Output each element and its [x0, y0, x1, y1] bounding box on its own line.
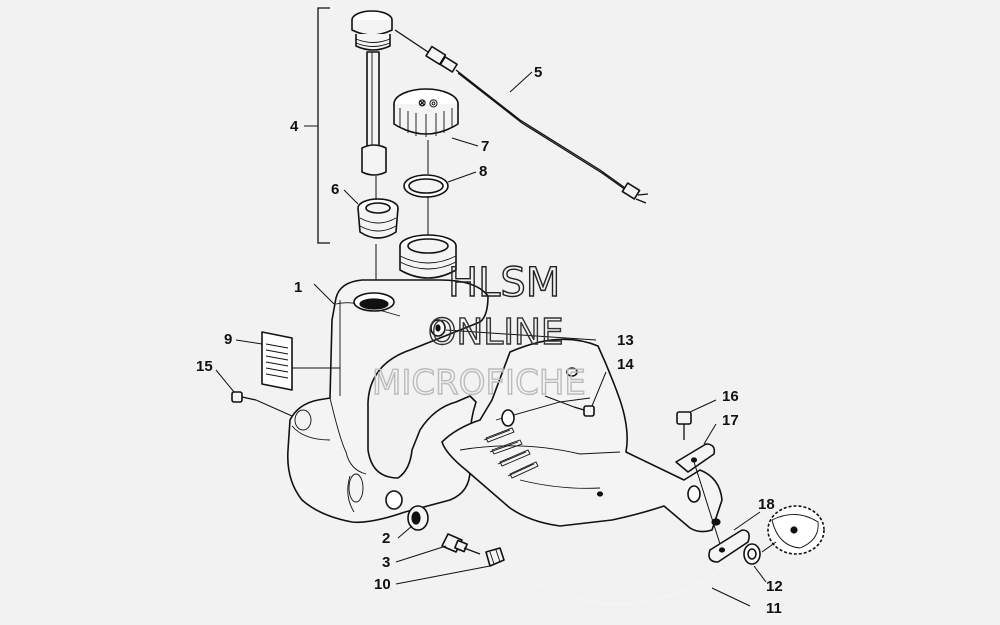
tank-screw-15: [215, 369, 293, 417]
callout-6: 6: [331, 181, 339, 198]
fuel-tank: [286, 234, 489, 524]
callout-11: 11: [766, 600, 782, 617]
cap-logo-mark: ⊗ ◎: [418, 98, 438, 109]
callout-13: 13: [617, 332, 634, 349]
fuel-gauge-sender: [351, 10, 393, 176]
watermark-line-3: MICROFICHE: [372, 363, 586, 403]
watermark: HLSM ONLINE MICROFICHE: [371, 259, 586, 403]
fuel-hose: [517, 565, 751, 607]
callouts: 1 2 3 4 5 6 7 8 9 10 11 12 13 14 15 16 1…: [196, 64, 783, 617]
watermark-line-1: HLSM: [448, 260, 560, 306]
outlet-grommet: [397, 505, 429, 539]
callout-14: 14: [617, 356, 634, 373]
callout-1: 1: [294, 279, 302, 296]
screw-14: [544, 371, 607, 417]
grommet-12: [743, 543, 767, 583]
callout-3: 3: [382, 554, 390, 571]
skid-plate: [441, 338, 723, 533]
watermark-line-2: ONLINE: [428, 312, 564, 353]
callout-7: 7: [481, 138, 489, 155]
bolt-16: [676, 399, 717, 440]
callout-16: 16: [722, 388, 739, 405]
hose-clamp: [395, 547, 505, 585]
detail-bubble: [761, 505, 825, 555]
callout-8: 8: [479, 163, 487, 180]
callout-17: 17: [722, 412, 739, 429]
part-4-bracket: [304, 7, 330, 244]
callout-10: 10: [374, 576, 391, 593]
callout-4: 4: [290, 118, 299, 135]
callout-18: 18: [758, 496, 775, 513]
callout-5: 5: [534, 64, 542, 81]
fuel-fitting: [395, 533, 481, 563]
lower-bracket: [708, 511, 761, 563]
callout-15: 15: [196, 358, 213, 375]
bracket-17: [675, 423, 721, 545]
cap-gasket: [403, 171, 477, 198]
callout-12: 12: [766, 578, 783, 595]
callout-2: 2: [382, 530, 390, 547]
wiring-harness: [394, 29, 649, 204]
washer-13: [430, 319, 597, 341]
sender-grommet: [343, 189, 399, 239]
fuel-cap: ⊗ ◎: [393, 88, 479, 147]
callout-9: 9: [224, 331, 232, 348]
warning-decal: [235, 331, 340, 391]
